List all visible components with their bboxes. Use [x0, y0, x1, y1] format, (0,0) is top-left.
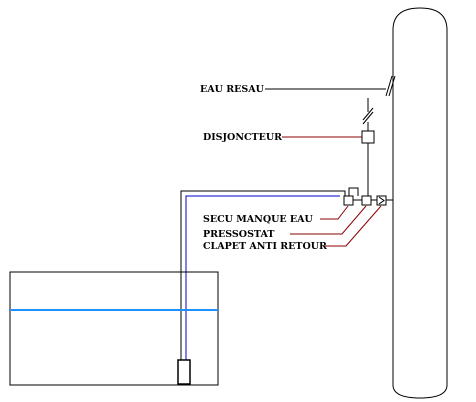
supply-line — [362, 98, 374, 196]
tank-inlet-break — [385, 75, 396, 97]
component-leaders — [290, 205, 382, 247]
pump-pipe — [180, 190, 346, 360]
disjoncteur-label: DISJONCTEUR — [203, 132, 282, 143]
storage-tank — [392, 7, 448, 399]
connector-lines — [348, 187, 393, 201]
pressostat-label: PRESSOSTAT — [203, 229, 274, 240]
check-valve-icon — [378, 196, 385, 205]
pressostat-box — [361, 195, 372, 206]
eau-resau-label: EAU RESAU — [200, 84, 265, 95]
secu-manque-eau-label: SECU MANQUE EAU — [203, 214, 314, 225]
submersible-pump — [177, 359, 191, 385]
clapet-anti-retour-label: CLAPET ANTI RETOUR — [203, 241, 327, 252]
water-reservoir — [9, 271, 219, 386]
secu-manque-eau-box — [343, 195, 354, 206]
disjoncteur-box — [361, 130, 375, 144]
